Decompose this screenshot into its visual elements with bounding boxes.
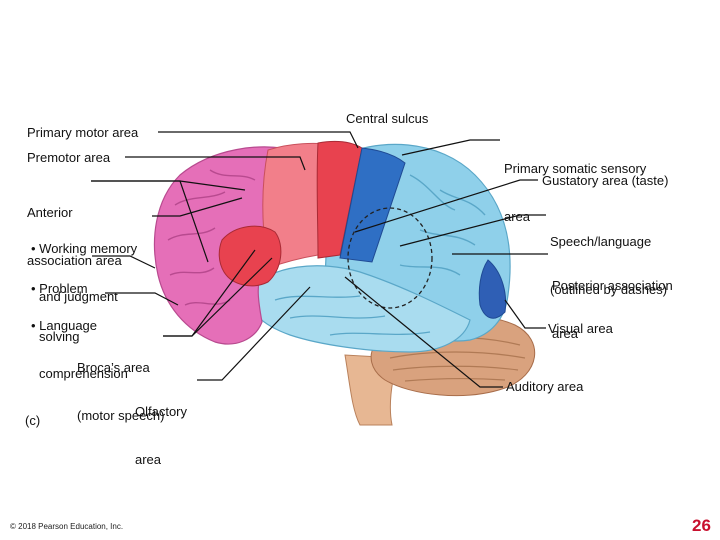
label-text: Posterior association bbox=[552, 278, 673, 293]
label-text: Central sulcus bbox=[346, 111, 429, 126]
speech-language-dashed-outline bbox=[347, 207, 433, 309]
copyright-notice: © 2018 Pearson Education, Inc. bbox=[10, 522, 124, 531]
label-text: Speech/language bbox=[550, 234, 652, 249]
label-gustatory-area: Gustatory area (taste) bbox=[542, 173, 668, 189]
label-posterior-association-area: Posterior association area bbox=[552, 246, 673, 358]
label-text: association area bbox=[27, 253, 122, 268]
label-text: • Problem bbox=[31, 281, 88, 296]
label-premotor-area: Premotor area bbox=[27, 150, 110, 166]
primary-somatic-sensory-cortex bbox=[339, 147, 406, 263]
label-auditory-area: Auditory area bbox=[506, 379, 583, 395]
label-text: area bbox=[135, 452, 162, 467]
label-text: Premotor area bbox=[27, 150, 111, 165]
primary-motor-cortex bbox=[316, 140, 363, 259]
figure-tag: (c) bbox=[25, 413, 41, 428]
label-text: Olfactory bbox=[135, 404, 188, 419]
label-language-comprehension: • Language comprehension bbox=[31, 286, 128, 398]
label-text: (outlined by dashes) bbox=[550, 282, 668, 297]
temporal-lobe bbox=[248, 265, 471, 353]
label-anterior-association-area: Anterior association area bbox=[27, 173, 122, 285]
label-text: Primary motor area bbox=[27, 125, 139, 140]
label-text: Broca’s area bbox=[77, 360, 150, 375]
label-text: Primary somatic sensory bbox=[504, 161, 647, 176]
label-text: (motor speech) bbox=[77, 408, 165, 423]
label-text: area bbox=[504, 209, 531, 224]
label-olfactory-area: Olfactory area bbox=[135, 372, 187, 484]
label-problem-solving: • Problem solving bbox=[31, 249, 88, 361]
label-primary-somatic-sensory-area: Primary somatic sensory area bbox=[504, 129, 646, 241]
label-central-sulcus: Central sulcus bbox=[346, 111, 428, 127]
label-broca-area: Broca’s area (motor speech) bbox=[77, 328, 164, 440]
label-text: • Language bbox=[31, 318, 98, 333]
label-text: Gustatory area (taste) bbox=[542, 173, 669, 188]
label-text: Anterior bbox=[27, 205, 73, 220]
label-speech-language: Speech/language (outlined by dashes) bbox=[550, 202, 667, 314]
label-text: • Working memory bbox=[31, 241, 138, 256]
parietal-gyri bbox=[399, 174, 486, 276]
label-text: Visual area bbox=[548, 321, 613, 336]
label-text: solving bbox=[39, 329, 80, 344]
label-working-memory: • Working memory and judgment bbox=[31, 209, 137, 321]
label-text: area bbox=[552, 326, 579, 341]
leader-lines bbox=[91, 131, 548, 388]
temporal-gyri bbox=[274, 295, 431, 336]
label-text: Auditory area bbox=[506, 379, 584, 394]
label-primary-motor-area: Primary motor area bbox=[27, 125, 138, 141]
label-text: and judgment bbox=[39, 289, 118, 304]
label-visual-area: Visual area bbox=[548, 321, 613, 337]
frontal-gyri bbox=[167, 169, 256, 306]
label-text: comprehension bbox=[39, 366, 128, 381]
page-number: 26 bbox=[692, 516, 711, 535]
visual-cortex bbox=[478, 259, 507, 319]
